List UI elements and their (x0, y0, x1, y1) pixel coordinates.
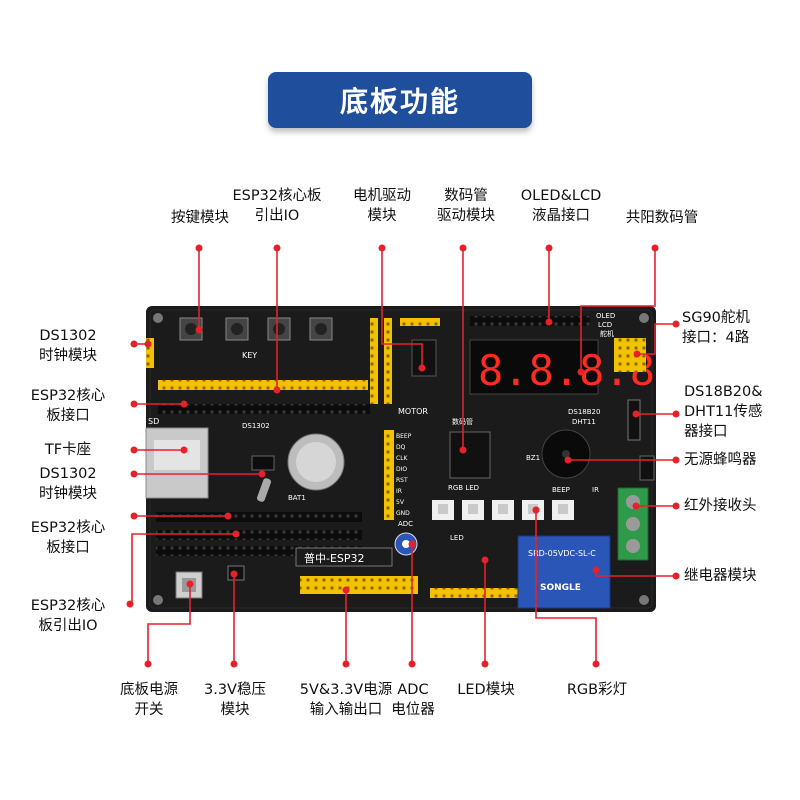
j2-pin-label: 5V (396, 499, 405, 506)
label-esp32-interface-bottom: ESP32核心板接口 (30, 520, 106, 556)
ds18b20-header (627, 399, 641, 441)
label-motor-driver: 电机驱动模块 (353, 188, 411, 224)
j2-pin-label: DIO (396, 466, 407, 473)
j2-pin-label: BEEP (396, 433, 412, 440)
seg-driver-ic (449, 431, 491, 479)
silk-sd: SD (148, 417, 159, 426)
rgb-leds (432, 500, 574, 520)
page-title: 底板功能 (339, 85, 460, 118)
label-key-module: 按键模块 (171, 210, 229, 226)
j2-pin-label: DQ (396, 444, 406, 451)
label-ir: 红外接收头 (684, 498, 757, 514)
esp32-io-header-top (158, 380, 368, 390)
label-regulator: 3.3V稳压模块 (204, 682, 266, 718)
j2-pin-label: RST (396, 477, 408, 484)
silk-rgbled: RGB LED (448, 484, 479, 492)
j2-pin-labels: BEEP DQ CLK DIO RST IR 5V GND (396, 433, 412, 517)
silk-motor: MOTOR (398, 407, 428, 416)
power-io-header (300, 576, 418, 594)
seven-segment-display (469, 339, 599, 395)
label-esp32-io-bottom: ESP32核心板引出IO (30, 598, 106, 634)
leader-dots (126, 244, 680, 668)
j2-pin-label: GND (396, 510, 410, 517)
silk-beep: BEEP (552, 486, 570, 494)
label-esp32-io-top: ESP32核心板引出IO (232, 188, 322, 224)
label-seg-driver: 数码管驱动模块 (437, 188, 495, 224)
label-buzzer: 无源蜂鸣器 (684, 452, 757, 468)
j2-pin-label: IR (396, 488, 402, 495)
silk-adc: ADC (398, 520, 413, 528)
label-power-switch: 底板电源开关 (120, 682, 178, 718)
label-esp32-interface-top: ESP32核心板接口 (30, 388, 106, 424)
esp32-core-socket-top (158, 404, 370, 414)
label-power-io: 5V&3.3V电源输入输出口 (299, 682, 393, 718)
silk-key: KEY (242, 351, 257, 360)
label-relay: 继电器模块 (684, 568, 757, 584)
silk-lcd: LCD (598, 321, 612, 329)
silk-brand: 普中-ESP32 (304, 551, 365, 565)
silk-ds18b20: DS18B20 (568, 408, 600, 416)
oled-header (470, 316, 590, 326)
ds1302-header-top (146, 338, 154, 368)
j2-header (384, 430, 394, 520)
silk-servo: 舵机 (600, 329, 614, 338)
label-common-anode: 共阳数码管 (625, 210, 699, 226)
silk-oled: OLED (596, 312, 615, 320)
label-led-module: LED模块 (457, 682, 515, 698)
j2-pin-label: CLK (396, 455, 409, 462)
label-tf-card: TF卡座 (44, 442, 92, 458)
crystal (256, 478, 272, 502)
label-ds18b20: DS18B20&DHT11传感器接口 (684, 384, 763, 440)
silk-led: LED (450, 534, 464, 542)
relay-model: SRD-05VDC-SL-C (528, 549, 596, 558)
silk-ds1302: DS1302 (242, 422, 270, 430)
servo-header (614, 338, 646, 372)
silk-bat: BAT1 (288, 494, 306, 502)
silk-ir: IR (592, 486, 599, 494)
silk-bz: BZ1 (526, 454, 540, 462)
ds1302-chip (251, 455, 275, 471)
relay-brand: SONGLE (540, 583, 581, 593)
title-banner: 底板功能 (268, 72, 532, 128)
key-buttons (179, 317, 333, 341)
motor-header (370, 318, 378, 404)
led-row (432, 550, 502, 560)
label-rgb: RGB彩灯 (566, 682, 628, 698)
silk-dht11: DHT11 (572, 418, 596, 426)
label-sg90: SG90舵机接口：4路 (682, 310, 750, 346)
esp32-core-socket-lower (156, 512, 362, 522)
ir-receiver (639, 455, 655, 481)
